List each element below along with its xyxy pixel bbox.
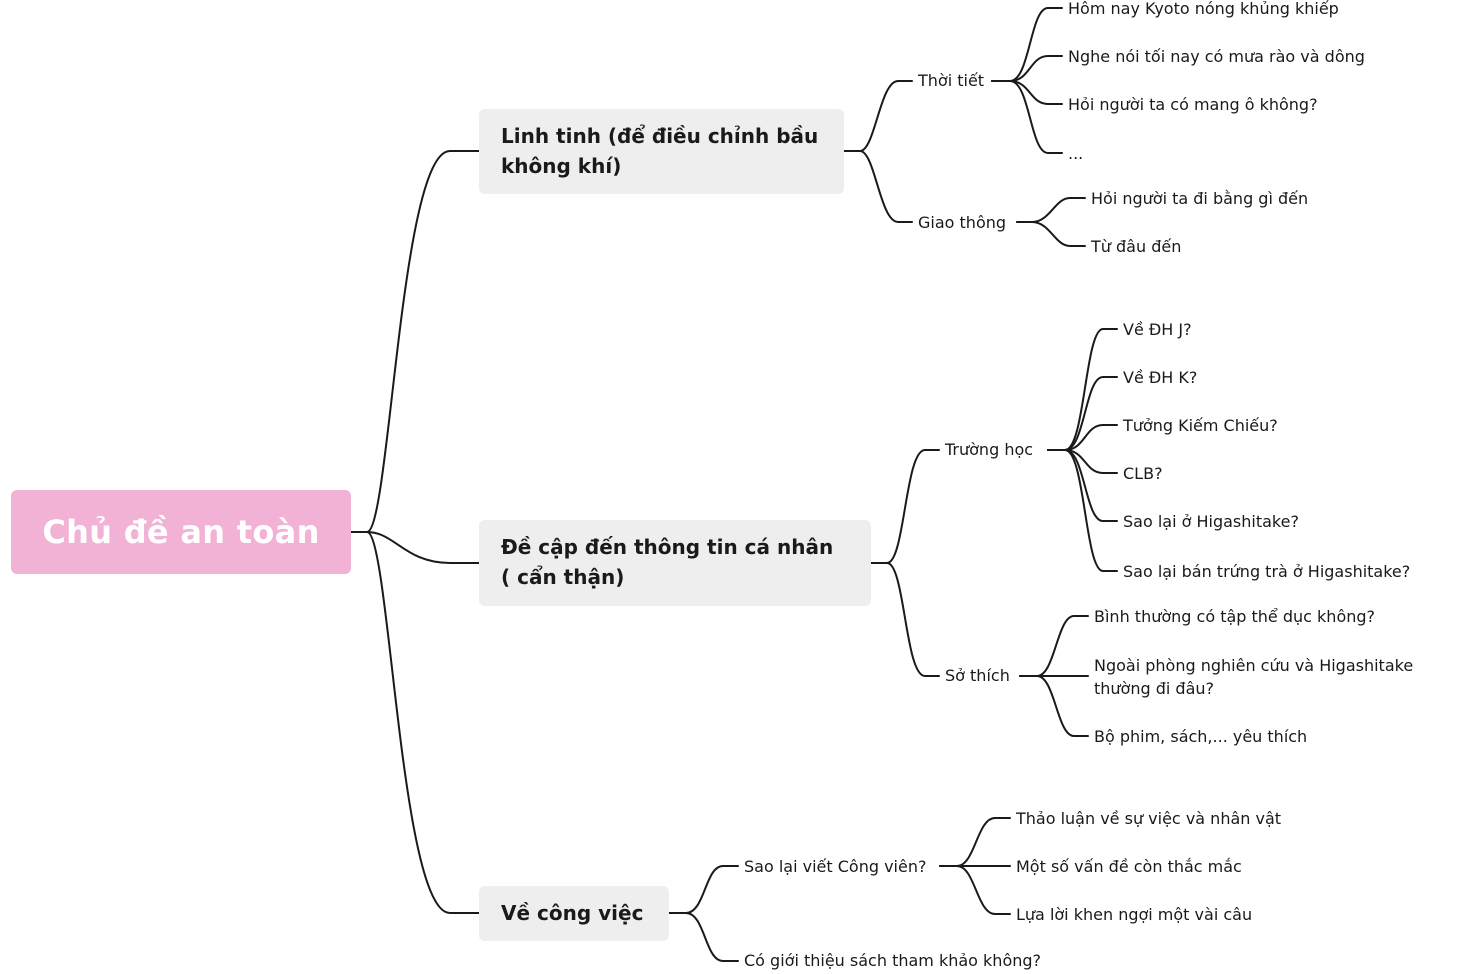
connector-school-leaf-6 <box>1047 449 1118 572</box>
connector-school-leaf-4 <box>1047 449 1118 474</box>
branch-node-personal-info[interactable]: Đề cập đến thông tin cá nhân ( cẩn thận) <box>479 520 871 606</box>
sub-node-why-park[interactable]: Sao lại viết Công viên? <box>744 857 927 876</box>
sub-node-traffic[interactable]: Giao thông <box>918 213 1007 232</box>
leaf-node[interactable]: Sao lại bán trứng trà ở Higashitake? <box>1123 562 1411 581</box>
sub-node-hobby[interactable]: Sở thích <box>945 666 1010 685</box>
root-node[interactable]: Chủ đề an toàn <box>11 490 351 574</box>
leaf-node[interactable]: Hôm nay Kyoto nóng khủng khiếp <box>1068 0 1339 18</box>
connector-school-leaf-5 <box>1047 449 1118 522</box>
connector-weather-leaf-1 <box>991 7 1063 82</box>
connector-root-branch-1 <box>350 150 480 533</box>
branch-node-label: Đề cập đến thông tin cá nhân ( cẩn thận) <box>501 535 834 589</box>
leaf-node[interactable]: CLB? <box>1123 464 1163 483</box>
leaf-node[interactable]: Tưởng Kiếm Chiếu? <box>1123 416 1278 435</box>
leaf-node[interactable]: Nghe nói tối nay có mưa rào và dông <box>1068 47 1365 66</box>
connector-branch2-school <box>869 449 940 564</box>
connector-traffic-leaf-2 <box>1016 221 1086 247</box>
leaf-node[interactable]: Hỏi người ta đi bằng gì đến <box>1091 189 1309 208</box>
connector-branch3-park <box>668 865 739 914</box>
sub-node-reference-books[interactable]: Có giới thiệu sách tham khảo không? <box>744 951 1042 970</box>
leaf-node[interactable]: Từ đâu đến <box>1091 237 1182 256</box>
connector-park-leaf-3 <box>939 865 1011 915</box>
connector-hobby-leaf-3 <box>1019 675 1089 737</box>
leaf-node[interactable]: Bình thường có tập thể dục không? <box>1094 607 1376 626</box>
connector-weather-leaf-4 <box>991 80 1063 154</box>
sub-node-weather[interactable]: Thời tiết <box>918 71 985 90</box>
leaf-node[interactable]: Thảo luận về sự việc và nhân vật <box>1016 809 1282 828</box>
branch-node-small-talk[interactable]: Linh tinh (để điều chỉnh bầu không khí) <box>479 109 844 194</box>
leaf-node[interactable]: ... <box>1068 144 1084 163</box>
connector-branch1-traffic <box>842 150 913 223</box>
root-node-label: Chủ đề an toàn <box>42 513 320 551</box>
connector-branch2-hobby <box>869 562 940 677</box>
connector-weather-leaf-2 <box>991 55 1063 82</box>
connector-school-leaf-3 <box>1047 424 1118 451</box>
sub-node-school[interactable]: Trường học <box>945 440 1034 459</box>
connector-school-leaf-1 <box>1047 328 1118 451</box>
leaf-node[interactable]: Về ĐH K? <box>1123 368 1198 387</box>
leaf-node[interactable]: Về ĐH J? <box>1123 320 1192 339</box>
leaf-node[interactable]: Sao lại ở Higashitake? <box>1123 512 1299 531</box>
connector-branch1-weather <box>842 80 913 152</box>
leaf-node[interactable]: Ngoài phòng nghiên cứu và Higashitake th… <box>1094 656 1414 698</box>
connector-park-leaf-1 <box>939 817 1011 867</box>
leaf-node[interactable]: Bộ phim, sách,... yêu thích <box>1094 727 1308 746</box>
leaf-node[interactable]: Một số vấn đề còn thắc mắc <box>1016 857 1242 876</box>
connector-branch3-books <box>668 912 739 962</box>
connector-weather-leaf-3 <box>991 80 1063 105</box>
connector-root-branch-2 <box>350 531 480 564</box>
connector-traffic-leaf-1 <box>1016 197 1086 223</box>
branch-node-label: Về công việc <box>501 901 644 925</box>
branch-node-label: Linh tinh (để điều chỉnh bầu không khí) <box>501 124 819 178</box>
connector-root-branch-3 <box>350 531 480 914</box>
leaf-node[interactable]: Hỏi người ta có mang ô không? <box>1068 95 1318 114</box>
leaf-node[interactable]: Lựa lời khen ngợi một vài câu <box>1016 905 1253 924</box>
connector-hobby-leaf-1 <box>1019 615 1089 677</box>
branch-node-work[interactable]: Về công việc <box>479 886 669 941</box>
